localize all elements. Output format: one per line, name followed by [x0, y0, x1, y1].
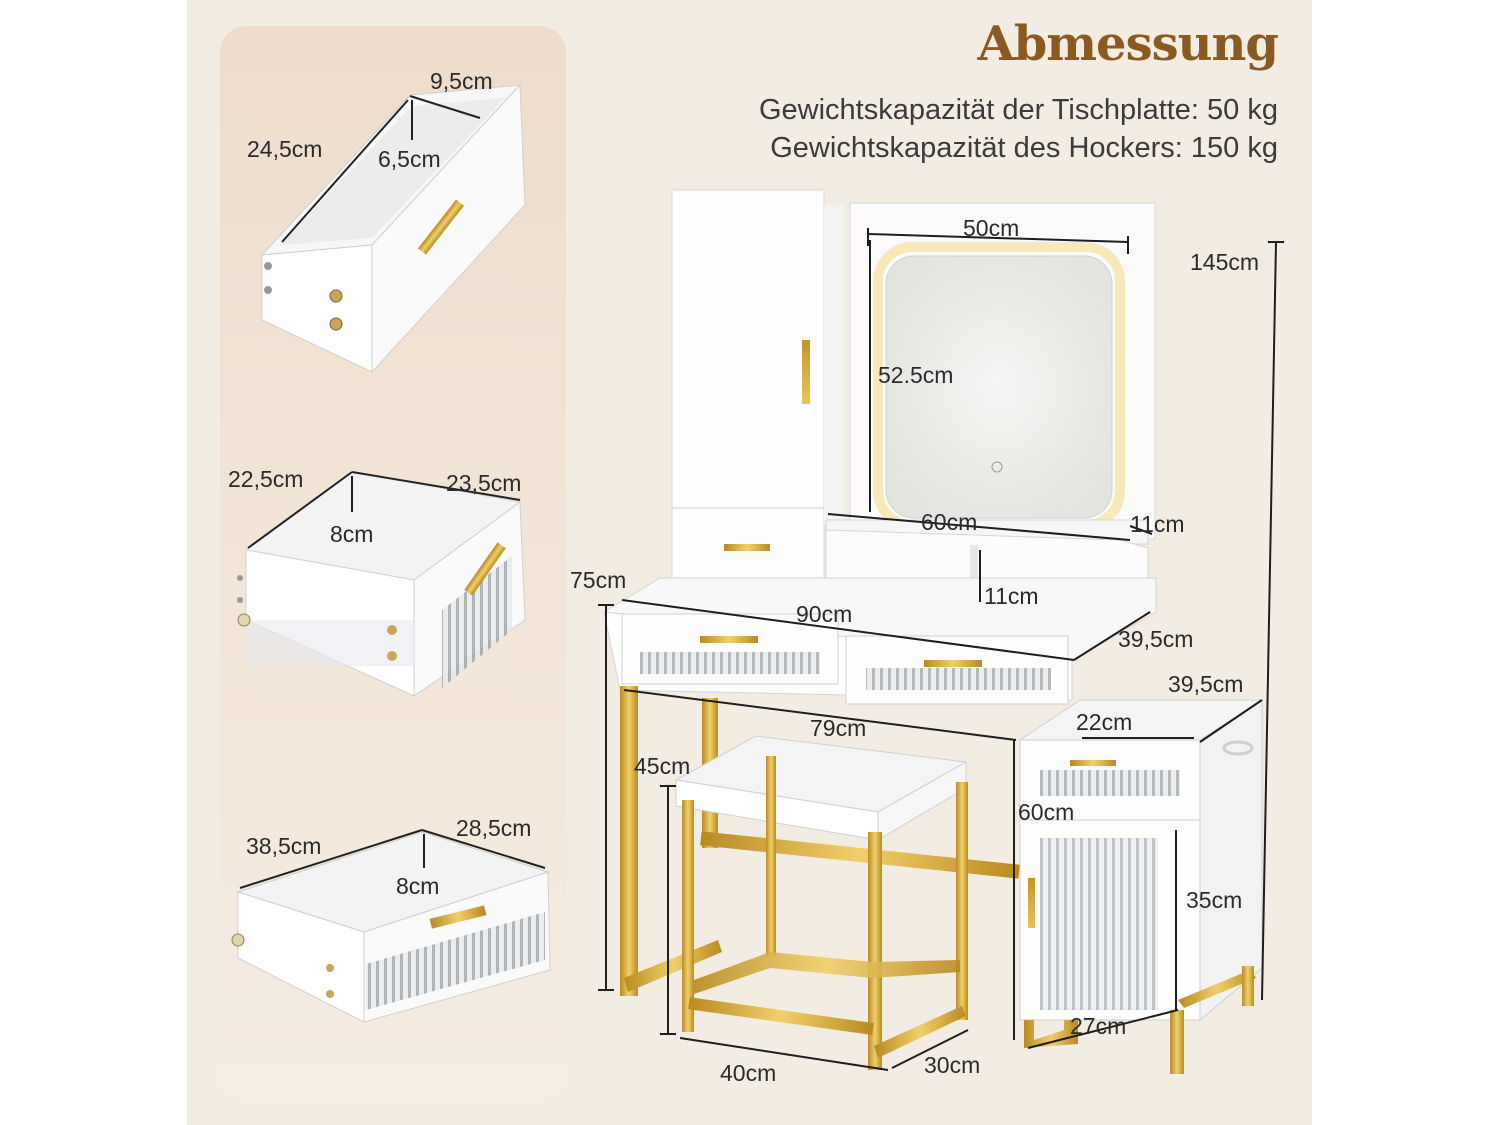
cabinet-door-height-label: 35cm	[1186, 887, 1243, 913]
shelf-height-label: 11cm	[984, 583, 1039, 609]
table-width-label: 90cm	[796, 601, 853, 627]
stool-depth-label: 30cm	[924, 1052, 981, 1078]
dimension-lines	[598, 228, 1284, 1071]
cabinet-bottom-width-label: 27cm	[1070, 1013, 1127, 1039]
cabinet-top-width-label: 22cm	[1076, 709, 1133, 735]
shelf-depth-label: 11cm	[1130, 511, 1185, 537]
mirror-height-label: 52.5cm	[878, 362, 954, 388]
table-height-label: 75cm	[570, 567, 627, 593]
top-drawer-illustration	[260, 83, 526, 374]
bottom-drawer-depth-label: 38,5cm	[246, 833, 322, 859]
page-title: Abmessung	[977, 16, 1279, 72]
middle-drawer-width-label: 23,5cm	[446, 470, 522, 496]
top-drawer-width-label: 9,5cm	[430, 68, 493, 94]
middle-drawer-illustration	[237, 471, 526, 697]
table-depth-label: 39,5cm	[1118, 626, 1194, 652]
stool-illustration	[674, 735, 968, 1070]
cabinet-height-label: 60cm	[1018, 799, 1075, 825]
knee-space-label: 79cm	[810, 715, 867, 741]
bottom-drawer-illustration	[231, 829, 551, 1023]
mirror-width-label: 50cm	[963, 215, 1020, 241]
bottom-drawer-width-label: 28,5cm	[456, 815, 532, 841]
stool-capacity: Gewichtskapazität des Hockers: 150 kg	[770, 132, 1278, 164]
stool-width-label: 40cm	[720, 1060, 777, 1086]
stool-height-label: 45cm	[634, 753, 691, 779]
vanity-illustration	[602, 189, 1157, 996]
top-drawer-height-label: 6,5cm	[378, 146, 441, 172]
tabletop-capacity: Gewichtskapazität der Tischplatte: 50 kg	[758, 94, 1278, 126]
total-height-label: 145cm	[1190, 249, 1260, 275]
bottom-drawer-height-label: 8cm	[396, 873, 440, 899]
middle-drawer-depth-label: 22,5cm	[228, 466, 304, 492]
cabinet-depth-label: 39,5cm	[1168, 671, 1244, 697]
middle-drawer-height-label: 8cm	[330, 521, 374, 547]
top-drawer-depth-label: 24,5cm	[247, 136, 323, 162]
shelf-width-label: 60cm	[921, 509, 978, 535]
side-cabinet-illustration	[1018, 699, 1264, 1074]
